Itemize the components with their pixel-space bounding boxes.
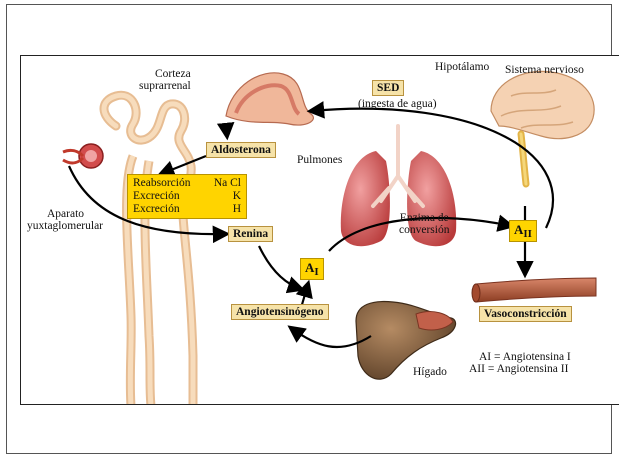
label-pulmones: Pulmones [297, 154, 342, 166]
legend: AI = Angiotensina I AII = Angiotensina I… [469, 351, 571, 375]
arrow-aldosterona-reabsorcion [161, 156, 206, 174]
blood-vessel-icon [472, 278, 596, 302]
aii-box: AII [509, 220, 537, 242]
label-hipotalamo: Hipotálamo [435, 61, 489, 73]
legend-aii: AII = Angiotensina II [469, 363, 571, 375]
arrow-renina-ai [259, 246, 301, 289]
aldosterona-box: Aldosterona [206, 142, 276, 158]
renina-box: Renina [228, 226, 273, 242]
vasoconstriccion-box: Vasoconstricción [479, 306, 572, 322]
label-ingesta: (ingesta de agua) [358, 98, 437, 110]
label-sistema-nervioso: Sistema nervioso [505, 64, 584, 76]
angiotensinogeno-box: Angiotensinógeno [231, 304, 329, 320]
arrow-corteza-aldosterona [226, 126, 227, 136]
kidney-nephron-icon [63, 95, 193, 405]
adrenal-gland-icon [226, 73, 313, 125]
ai-box: AI [300, 258, 324, 280]
label-higado: Hígado [413, 366, 447, 378]
sed-box: SED [372, 80, 404, 96]
legend-ai: AI = Angiotensina I [469, 351, 571, 363]
